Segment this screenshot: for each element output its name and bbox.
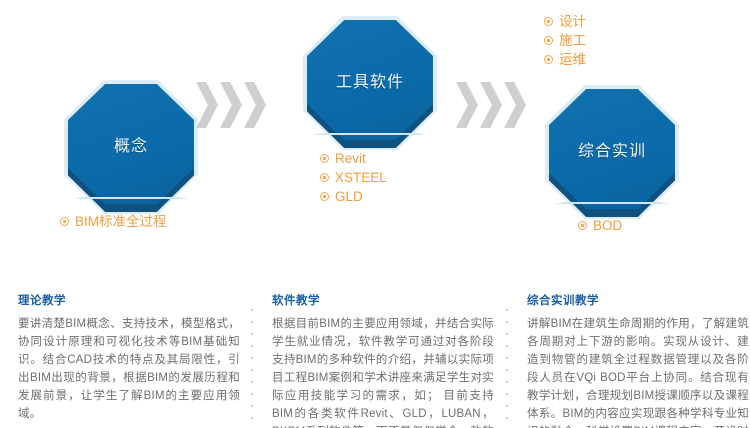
flow-region: 概念 BIM标准全过程 工具软件 — [60, 12, 679, 235]
chevron-right-icon — [196, 82, 218, 128]
chevron-right-icon — [220, 82, 242, 128]
column-divider — [251, 304, 253, 422]
stage-concept-label: 概念 — [113, 138, 148, 155]
column-title: 理论教学 — [18, 295, 66, 307]
bullet-dot-icon — [320, 154, 329, 163]
octagon-face: 工具软件 — [307, 20, 433, 140]
column-body: 根据目前BIM的主要应用领域，并结合实际学生就业情况，软件教学可通过对各阶段支持… — [272, 318, 494, 428]
column-software-teaching: 软件教学 根据目前BIM的主要应用领域，并结合实际学生就业情况，软件教学可通过对… — [272, 292, 494, 428]
list-item[interactable]: Revit — [320, 149, 387, 168]
list-item-label: 运维 — [559, 52, 586, 67]
column-title: 软件教学 — [272, 295, 320, 307]
octagon-comprehensive-training: 综合实训 — [545, 85, 679, 219]
stage-comprehensive-training-node[interactable]: 综合实训 — [545, 85, 679, 219]
chevron-right-icon — [504, 82, 526, 128]
column-body: 讲解BIM在建筑生命周期的作用，了解建筑各周期对上下游的影响。实现从设计、建造到… — [527, 318, 749, 428]
tool-software-bullet-list: Revit XSTEEL GLD — [320, 149, 387, 206]
list-item-label: BOD — [593, 218, 623, 233]
list-item[interactable]: BOD — [578, 216, 622, 235]
chevron-right-icon — [480, 82, 502, 128]
column-body: 要讲清楚BIM概念、支持技术，模型格式，协同设计原理和可视化技术等BIM基础知识… — [18, 318, 240, 420]
bullet-dot-icon — [544, 55, 553, 64]
training-bottom-bullet-list: BOD — [578, 216, 622, 235]
description-columns: 理论教学 要讲清楚BIM概念、支持技术，模型格式，协同设计原理和可视化技术等BI… — [0, 292, 750, 428]
list-item[interactable]: 运维 — [544, 50, 586, 69]
concept-bullet-list: BIM标准全过程 — [60, 212, 167, 231]
column-comprehensive-training-teaching: 综合实训教学 讲解BIM在建筑生命周期的作用，了解建筑各周期对上下游的影响。实现… — [527, 292, 749, 428]
bullet-dot-icon — [320, 173, 329, 182]
octagon-face: 概念 — [68, 84, 194, 204]
bullet-dot-icon — [60, 217, 69, 226]
bullet-dot-icon — [320, 192, 329, 201]
arrow-group-1 — [196, 82, 266, 128]
octagon-seam — [313, 133, 427, 135]
column-theory-teaching: 理论教学 要讲清楚BIM概念、支持技术，模型格式，协同设计原理和可视化技术等BI… — [18, 292, 240, 423]
chevron-right-icon — [456, 82, 478, 128]
arrow-group-2 — [456, 82, 526, 128]
list-item-label: 施工 — [559, 33, 586, 48]
list-item[interactable]: XSTEEL — [320, 168, 387, 187]
chevron-right-icon — [244, 82, 266, 128]
column-title: 综合实训教学 — [527, 295, 599, 307]
bullet-dot-icon — [544, 17, 553, 26]
stage-concept-node[interactable]: 概念 — [64, 80, 198, 214]
list-item-label: BIM标准全过程 — [75, 214, 167, 229]
stage-comprehensive-training-label: 综合实训 — [577, 143, 646, 160]
column-divider — [506, 304, 508, 422]
stage-tool-software-label: 工具软件 — [335, 74, 404, 91]
bullet-dot-icon — [578, 221, 587, 230]
list-item[interactable]: GLD — [320, 187, 387, 206]
list-item[interactable]: 施工 — [544, 31, 586, 50]
list-item-label: 设计 — [559, 14, 586, 29]
list-item-label: XSTEEL — [335, 170, 387, 185]
octagon-face: 综合实训 — [549, 89, 675, 209]
list-item[interactable]: 设计 — [544, 12, 586, 31]
list-item-label: Revit — [335, 151, 366, 166]
octagon-tool-software: 工具软件 — [303, 16, 437, 150]
octagon-concept: 概念 — [64, 80, 198, 214]
octagon-seam — [555, 202, 669, 204]
list-item[interactable]: BIM标准全过程 — [60, 212, 167, 231]
bullet-dot-icon — [544, 36, 553, 45]
list-item-label: GLD — [335, 189, 363, 204]
stage-tool-software-node[interactable]: 工具软件 — [303, 16, 437, 150]
training-top-bullet-list: 设计 施工 运维 — [544, 12, 586, 69]
octagon-seam — [74, 197, 188, 199]
